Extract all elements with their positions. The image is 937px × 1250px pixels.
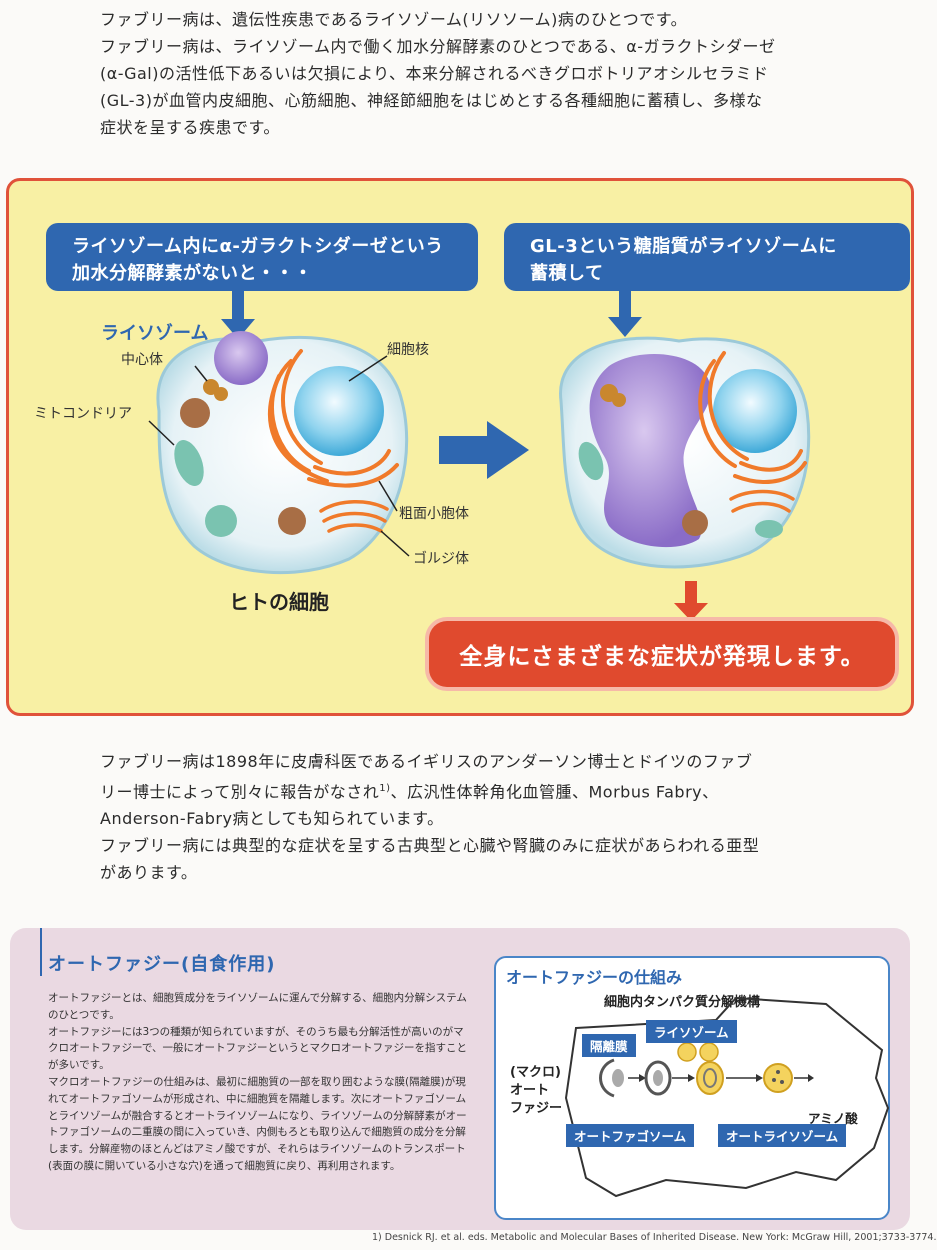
lysosome-organelle [214, 331, 268, 385]
fusion-shape [696, 1061, 724, 1095]
macro-line: オート [510, 1083, 550, 1098]
intro-line: ファブリー病は、ライソゾーム内で働く加水分解酵素のひとつである、α-ガラクトシダ… [100, 37, 776, 56]
bubble-line: 蓄積して [530, 263, 604, 284]
mitochondria-organelle [174, 440, 204, 486]
cell-outline [564, 996, 890, 1198]
history-line: ファブリー病には典型的な症状を呈する古典型と心臓や腎臓のみに症状があらわれる亜型 [100, 836, 760, 856]
autophagy-diagram [564, 996, 890, 1198]
gl3-accumulation-bubble: GL-3という糖脂質がライソゾームに 蓄積して [504, 223, 910, 291]
intro-line: (GL-3)が血管内皮細胞、心筋細胞、神経節細胞をはじめとする各種細胞に蓄積し、… [100, 91, 763, 110]
lysosome-label: ライソゾーム [101, 323, 209, 344]
mitochondria-dot [180, 398, 210, 428]
isolation-membrane-tag: 隔離膜 [582, 1034, 636, 1057]
mitochondria-label: ミトコンドリア [34, 406, 132, 422]
bubble-line: ライソゾーム内にα-ガラクトシダーゼという [72, 236, 444, 257]
mechanism-title: オートファジーの仕組み [506, 968, 683, 987]
amino-acid-label: アミノ酸 [808, 1111, 858, 1126]
lysosome-enzyme-bubble: ライソゾーム内にα-ガラクトシダーゼという 加水分解酵素がないと・・・ [46, 223, 478, 291]
autolysosome-tag: オートライソゾーム [718, 1124, 847, 1147]
autophagy-body: オートファジーとは、細胞質成分をライソゾームに運んで分解する、細胞内分解システム… [48, 990, 468, 1175]
fabry-mechanism-panel: ライソゾーム内にα-ガラクトシダーゼという 加水分解酵素がないと・・・ GL-3… [6, 178, 914, 716]
rough-er-organelle [267, 349, 399, 488]
history-line: ファブリー病は1898年に皮膚科医であるイギリスのアンダーソン博士とドイツのファ… [100, 752, 753, 771]
golgi-organelle [319, 500, 389, 533]
autophagosome-tag: オートファゴソーム [566, 1124, 695, 1147]
history-line: Anderson-Fabry病としても知られています。 [100, 809, 444, 829]
down-arrow-left [221, 291, 255, 339]
nucleus-organelle [294, 366, 384, 456]
autophagy-box: オートファジー(自食作用) オートファジーとは、細胞質成分をライソゾームに運んで… [10, 928, 910, 1230]
reference-footnote: 1) Desnick RJ. et al. eds. Metabolic and… [372, 1232, 937, 1243]
isolation-membrane-shape [599, 1058, 624, 1098]
rough-er-label: 粗面小胞体 [399, 506, 469, 522]
history-text: 、広汎性体幹角化血管腫、Morbus Fabry、 [390, 782, 719, 802]
healthy-cell [148, 331, 410, 575]
down-arrow-right [608, 291, 642, 337]
autophagy-paragraph: オートファジーには3つの種類が知られていますが、そのうち最も分解活性が高いのがマ… [48, 1025, 467, 1072]
autophagy-mechanism-figure: オートファジーの仕組み 細胞内タンパク質分解機構 [494, 956, 890, 1220]
cell-illustration [148, 291, 811, 621]
down-arrow-red [674, 581, 708, 621]
centrosome-label: 中心体 [121, 352, 163, 368]
lysosome-tag: ライソゾーム [646, 1020, 737, 1043]
progression-arrow [439, 421, 529, 479]
macro-autophagy-label: (マクロ) オート ファジー [510, 1064, 562, 1118]
reference-marker: 1) [379, 783, 391, 794]
bubble-line: 加水分解酵素がないと・・・ [72, 263, 313, 284]
intro-line: ファブリー病は、遺伝性疾患であるライソゾーム(リソソーム)病のひとつです。 [100, 10, 688, 29]
macro-line: (マクロ) [510, 1065, 561, 1080]
history-line: リー博士によって別々に報告がなされ1)、広汎性体幹角化血管腫、Morbus Fa… [100, 775, 860, 805]
mechanism-subtitle: 細胞内タンパク質分解機構 [604, 995, 761, 1010]
bubble-line: GL-3という糖脂質がライソゾームに [530, 236, 837, 257]
title-rule [40, 928, 42, 976]
intro-line: (α-Gal)の活性低下あるいは欠損により、本来分解されるべきグロボトリアオシル… [100, 64, 769, 83]
affected-cell [559, 336, 811, 569]
history-paragraph: ファブリー病は1898年に皮膚科医であるイギリスのアンダーソン博士とドイツのファ… [100, 748, 860, 886]
autophagosome-shape [644, 1060, 672, 1096]
human-cell-label: ヒトの細胞 [229, 590, 329, 614]
autophagy-paragraph: マクロオートファジーの仕組みは、最初に細胞質の一部を取り囲むような膜(隔離膜)が… [48, 1075, 467, 1172]
golgi-label: ゴルジ体 [413, 551, 469, 567]
history-text: リー博士によって別々に報告がなされ [100, 782, 380, 802]
autophagy-paragraph: オートファジーとは、細胞質成分をライソゾームに運んで分解する、細胞内分解システム… [48, 992, 467, 1021]
nucleus-label: 細胞核 [387, 342, 429, 358]
macro-line: ファジー [510, 1101, 563, 1116]
autophagy-title: オートファジー(自食作用) [48, 954, 276, 975]
symptoms-banner: 全身にさまざまな症状が発現します。 [429, 621, 895, 687]
history-line: があります。 [100, 863, 198, 883]
intro-paragraph: ファブリー病は、遺伝性疾患であるライソゾーム(リソソーム)病のひとつです。 ファ… [100, 6, 860, 141]
autolysosome-shape [763, 1063, 793, 1093]
intro-line: 症状を呈する疾患です。 [100, 118, 280, 137]
